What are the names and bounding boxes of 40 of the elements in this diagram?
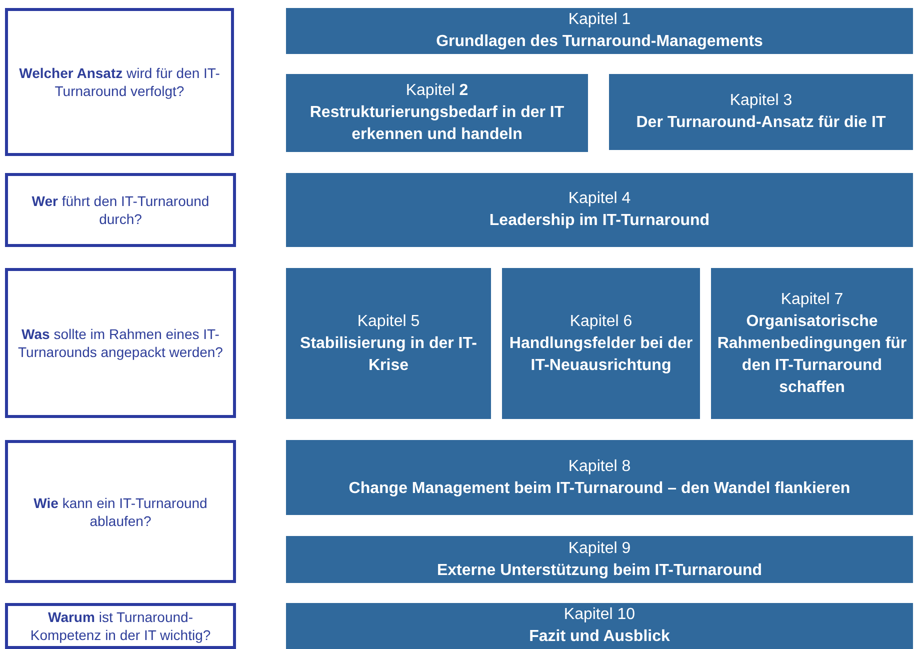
chapter-number: Kapitel 4 [568,189,631,209]
question-text: Welcher Ansatz wird für den IT-Turnaround verfolgt? [18,64,221,100]
chapter-box [286,173,913,247]
chapter-number: Kapitel 5 [357,312,420,332]
chapter-number: Kapitel 6 [570,312,632,332]
chapter-number: Kapitel 7 [780,290,844,310]
question-box [5,173,236,247]
chapter-box [502,268,700,419]
question-text: Was sollte im Rahmen eines IT-Turnarounds angepackt werden? [18,325,223,361]
chapter-box [286,268,491,419]
chapter-title: Restrukturierungsbedarf in der IT erkennen und handeln [308,103,566,145]
chapter-box [286,74,588,152]
question-text: Wer führt den IT-Turnaround durch? [30,192,210,228]
question-text: Wie kann ein IT-Turnaround ablaufen? [32,494,208,530]
chapter-title: Organisatorische Rahmenbedingungen für den IT-Turnaround schaffen [717,312,907,398]
chapter-title: Change Management beim IT-Turnaround – den Wandel flankieren [348,478,850,498]
chapter-title: Leadership im IT-Turnaround [489,211,710,231]
chapter-title: Externe Unterstützung beim IT-Turnaround [436,560,762,580]
question-box [5,603,236,649]
chapter-title: Stabilisierung in der IT-Krise [299,334,478,376]
chapter-number: Kapitel 3 [730,91,792,111]
chapter-box [609,74,913,150]
chapter-number: Kapitel 2 [406,81,468,101]
chapter-box [286,603,913,649]
chapter-number: Kapitel 8 [568,456,631,476]
chapter-box [286,440,913,515]
chapter-box [286,8,913,54]
question-box [5,8,234,156]
question-text: Warum ist Turnaround-Kompetenz in der IT wichtig? [29,608,212,644]
question-box [5,268,236,418]
chapter-box [711,268,913,419]
question-box [5,440,236,583]
chapter-number: Kapitel 10 [564,605,636,625]
chapter-title: Grundlagen des Turnaround-Managements [436,32,763,52]
chapter-number: Kapitel 1 [568,10,631,30]
chapter-box [286,536,913,583]
chapter-title: Fazit und Ausblick [529,627,670,647]
chapter-title: Der Turnaround-Ansatz für die IT [636,113,886,133]
chapter-number: Kapitel 9 [568,538,631,558]
chapter-title: Handlungsfelder bei der IT-Neuausrichtung [508,334,694,376]
